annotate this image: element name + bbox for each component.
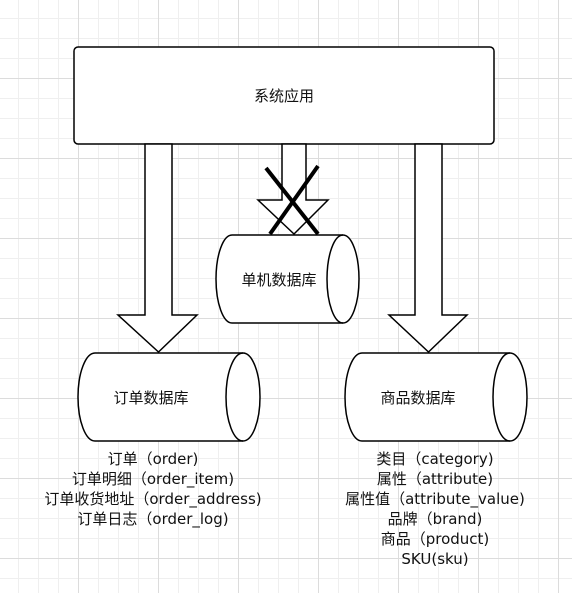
table-item: 订单收货地址（order_address) [44,490,262,508]
table-item: 属性（attribute) [376,470,494,488]
order-db[interactable]: 订单数据库 [77,352,261,442]
order-db-label: 订单数据库 [113,389,188,407]
table-item: 品牌（brand) [387,510,483,528]
order-db-table-list: 订单（order) 订单明细（order_item) 订单收货地址（order_… [18,449,288,529]
table-item: SKU(sku) [401,550,469,568]
standalone-db-label: 单机数据库 [241,271,316,289]
arrow-to-standalone-db [256,143,330,236]
table-item: 订单日志（order_log) [77,510,229,528]
product-db-end [492,352,511,442]
product-db-table-list: 类目（category) 属性（attribute) 属性值（attribute… [300,449,570,569]
cross-mark-icon [264,164,320,236]
order-db-end [225,352,244,442]
product-db-label: 商品数据库 [380,389,455,407]
table-item: 订单（order) [107,450,199,468]
table-item: 商品（product) [380,530,490,548]
standalone-db-end [326,234,344,324]
table-item: 订单明细（order_item) [71,470,235,488]
app-node-label: 系统应用 [254,87,314,105]
table-item: 类目（category) [376,450,494,468]
arrow-to-product-db [387,143,469,354]
product-db[interactable]: 商品数据库 [344,352,528,442]
table-item: 属性值（attribute_value) [345,490,525,508]
standalone-db[interactable]: 单机数据库 [215,234,360,324]
arrow-to-order-db [116,143,199,354]
app-node[interactable]: 系统应用 [73,46,495,145]
